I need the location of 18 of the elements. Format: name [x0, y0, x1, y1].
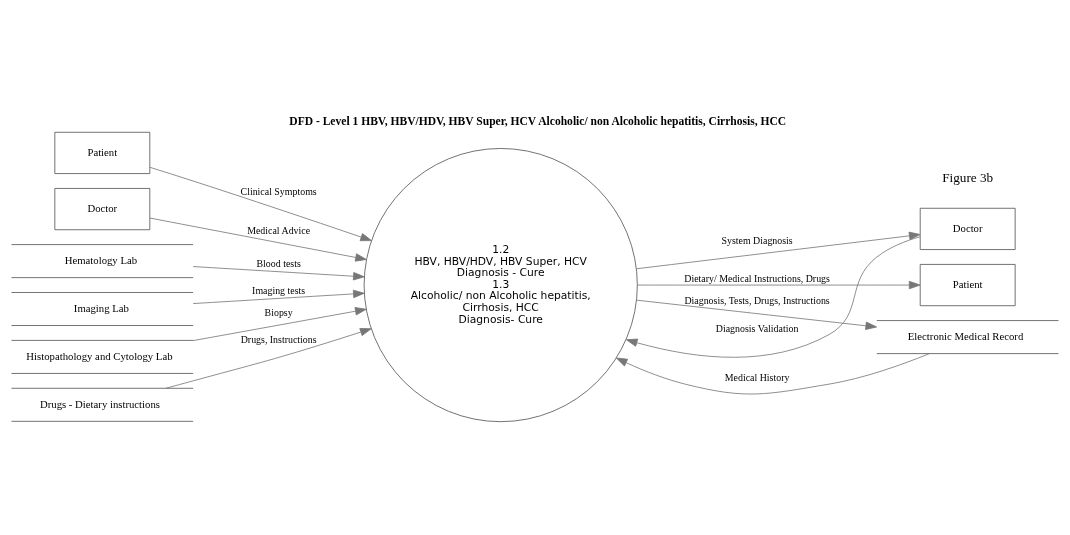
edge-label: Imaging tests: [252, 284, 306, 296]
label: Figure 3b: [942, 169, 994, 185]
edge-label: Biopsy: [264, 307, 293, 319]
edge-label: Drugs, Instructions: [240, 334, 317, 346]
node-text: Histopathology and Cytology Lab: [26, 349, 173, 362]
edge-label: Medical History: [724, 372, 790, 384]
diagram-title: DFD - Level 1 HBV, HBV/HDV, HBV Super, HCV Alcoholic/ non Alcoholic hepatitis, Cirrhosis, HCC: [289, 115, 787, 129]
edge-label: Clinical Symptoms: [240, 185, 317, 197]
node-text: Imaging Lab: [73, 301, 129, 314]
node-text: Drugs - Dietary instructions: [39, 397, 160, 410]
edge-label: Medical Advice: [247, 224, 311, 236]
edge-label: Diagnosis Validation: [715, 322, 799, 334]
node-text: Electronic Medical Record: [907, 329, 1024, 342]
edge-label: Dietary/ Medical Instructions, Drugs: [684, 273, 830, 285]
edge-label: Diagnosis, Tests, Drugs, Instructions: [684, 294, 830, 306]
edge-label: Blood tests: [256, 258, 301, 270]
node-text: Hematology Lab: [64, 253, 138, 266]
edge-label: System Diagnosis: [721, 235, 793, 247]
